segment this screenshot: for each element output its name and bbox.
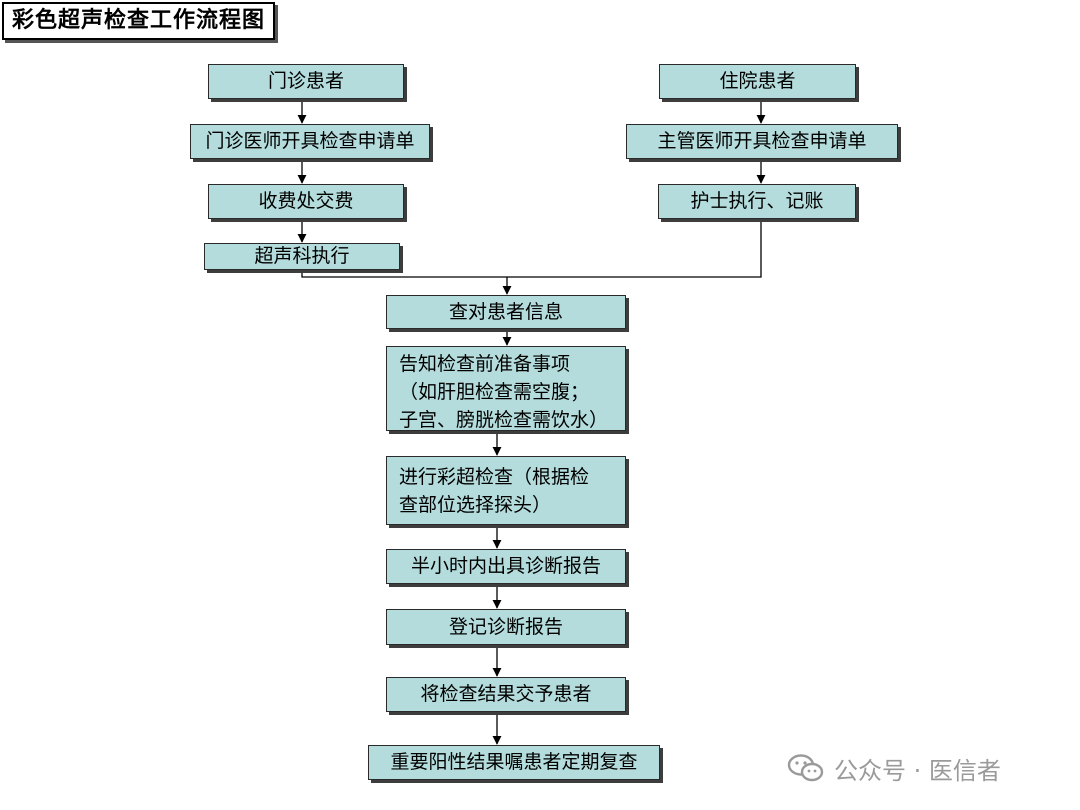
- watermark-text: 公众号 · 医信者: [834, 756, 1001, 785]
- diagram-title: 彩色超声检查工作流程图: [2, 2, 276, 40]
- node-notify-line-3: 子宫、膀胱检查需饮水）: [399, 409, 609, 431]
- node-inpatient: 住院患者: [659, 64, 856, 99]
- node-exam: 进行彩超检查（根据检 查部位选择探头）: [386, 456, 626, 525]
- node-notify-line-1: 告知检查前准备事项: [399, 353, 571, 375]
- node-followup: 重要阳性结果嘱患者定期复查: [368, 745, 660, 780]
- node-exam-line-2: 查部位选择探头）: [399, 494, 552, 516]
- wechat-icon: [787, 754, 824, 782]
- node-outpatient: 门诊患者: [208, 64, 404, 99]
- watermark: 公众号 · 医信者: [786, 752, 1001, 785]
- node-report: 半小时内出具诊断报告: [386, 549, 626, 584]
- node-ultrasound-dept: 超声科执行: [204, 243, 400, 270]
- node-deliver: 将检查结果交予患者: [386, 677, 626, 712]
- node-notify: 告知检查前准备事项 （如肝胆检查需空腹； 子宫、膀胱检查需饮水）: [386, 346, 626, 431]
- node-register: 登记诊断报告: [386, 609, 626, 645]
- edge-nurse-merge: [507, 219, 762, 278]
- node-notify-line-2: （如肝胆检查需空腹；: [399, 381, 590, 403]
- edge-ultrasound-merge: [301, 270, 507, 278]
- node-outpatient-doctor: 门诊医师开具检查申请单: [190, 124, 430, 159]
- node-payment: 收费处交费: [208, 184, 404, 219]
- node-verify: 查对患者信息: [386, 295, 626, 329]
- node-attending-doctor: 主管医师开具检查申请单: [626, 124, 898, 159]
- node-exam-line-1: 进行彩超检查（根据检: [399, 466, 590, 488]
- node-nurse: 护士执行、记账: [658, 184, 856, 219]
